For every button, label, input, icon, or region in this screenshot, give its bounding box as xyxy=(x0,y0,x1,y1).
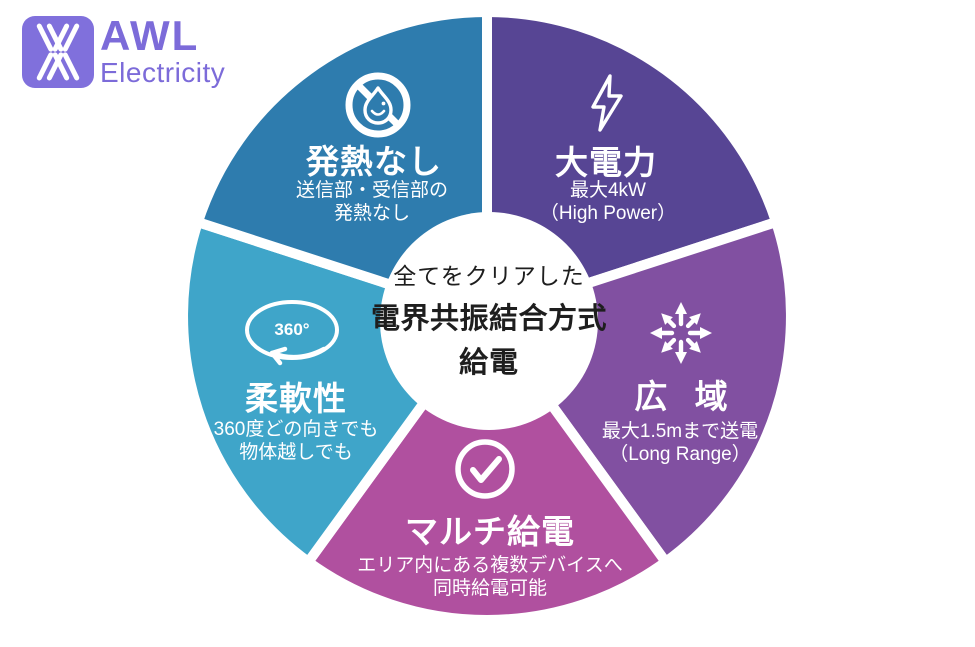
logo-title: AWL xyxy=(100,12,200,59)
rotate-360-icon: 360° xyxy=(245,300,339,366)
awl-logo-mark xyxy=(22,16,94,88)
center-hub-circle xyxy=(380,212,598,430)
logo-chevrons-icon xyxy=(36,23,80,81)
subtitle-line: （High Power） xyxy=(539,203,677,224)
lightning-icon xyxy=(591,74,623,132)
segment-wedge-no-heat xyxy=(192,7,492,321)
subtitle-line: 送信部・受信部の xyxy=(295,180,449,201)
segment-subtitle-flexibility: 360度どの向きでも 物体越しでも xyxy=(214,418,379,464)
subtitle-line: 物体越しでも xyxy=(239,442,353,463)
segment-subtitle-no-heat: 送信部・受信部の 発熱なし xyxy=(296,179,448,225)
subtitle-line: エリア内にある複数デバイスへ xyxy=(357,555,623,576)
center-statement-method: 電界共振結合方式 xyxy=(370,303,608,335)
segment-wedge-multi-power xyxy=(303,311,671,625)
subtitle-line: 最大1.5mまで送電 xyxy=(601,421,759,442)
segment-title-multi-power: マルチ給電 xyxy=(405,513,575,550)
center-statement-intro: 全てをクリアした xyxy=(393,263,585,289)
segment-title-high-power: 大電力 xyxy=(555,144,657,181)
subtitle-line: 最大4kW xyxy=(569,180,646,201)
expand-arrows-icon xyxy=(650,302,712,364)
subtitle-line: 発熱なし xyxy=(333,203,411,224)
center-statement-power: 給電 xyxy=(458,347,520,379)
segment-subtitle-multi-power: エリア内にある複数デバイスへ 同時給電可能 xyxy=(357,554,622,600)
center-statement: 全てをクリアした 電界共振結合方式 給電 xyxy=(371,257,607,381)
subtitle-line: 同時給電可能 xyxy=(432,578,547,599)
segment-title-flexibility: 柔軟性 xyxy=(245,380,347,417)
segment-subtitle-wide-area: 最大1.5mまで送電 （Long Range） xyxy=(602,420,758,466)
subtitle-line: 360度どの向きでも xyxy=(213,419,379,440)
check-circle-icon xyxy=(455,439,515,499)
segment-title-wide-area: 広 域 xyxy=(634,378,737,415)
segment-subtitle-high-power: 最大4kW （High Power） xyxy=(540,179,676,225)
no-heat-drop-icon xyxy=(345,72,411,138)
rotate-360-label: 360° xyxy=(274,320,309,339)
subtitle-line: （Long Range） xyxy=(609,444,751,465)
logo-subtitle: Electricity xyxy=(100,57,226,88)
segment-title-no-heat: 発熱なし xyxy=(306,143,442,180)
